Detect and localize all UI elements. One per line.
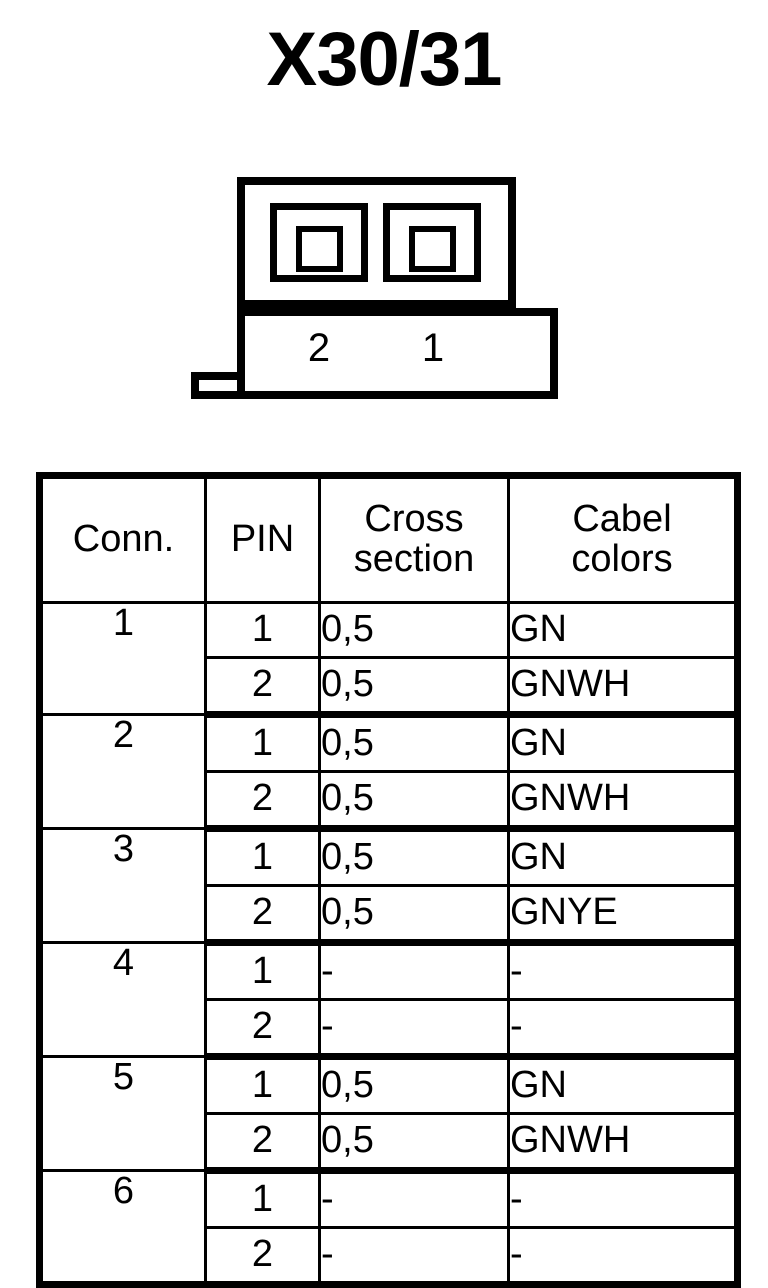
cell-cross-section: 0,5 <box>318 601 510 659</box>
cell-cross-section: - <box>318 1226 510 1288</box>
cell-cross-section: 0,5 <box>318 770 510 832</box>
cell-pin-number: 2 <box>204 656 321 718</box>
cell-pin-number: 1 <box>204 827 321 887</box>
cell-cross-section: 0,5 <box>318 713 510 773</box>
table-header-row: Conn. PIN Cross section Cabel colors <box>38 474 739 604</box>
cell-cross-section: 0,5 <box>318 1055 510 1115</box>
cell-cable-color: GN <box>507 713 739 773</box>
cell-connector-number: 4 <box>38 941 207 1058</box>
cell-cable-color: GNWH <box>507 656 739 718</box>
cell-cable-color: GN <box>507 601 739 659</box>
column-header-pin: PIN <box>204 474 321 604</box>
pinout-table-head: Conn. PIN Cross section Cabel colors <box>38 474 739 604</box>
cell-pin-number: 1 <box>204 1169 321 1229</box>
cell-cross-section: - <box>318 998 510 1060</box>
cell-pin-number: 1 <box>204 601 321 659</box>
column-header-conn: Conn. <box>38 474 207 604</box>
cell-cable-color: GNWH <box>507 1112 739 1174</box>
cell-cable-color: - <box>507 941 739 1001</box>
connector-cavity-1-inner <box>409 226 456 272</box>
cell-pin-number: 2 <box>204 770 321 832</box>
column-header-conn-line-1: Conn. <box>72 518 175 561</box>
cell-cross-section: - <box>318 1169 510 1229</box>
cell-connector-number: 1 <box>38 601 207 716</box>
cell-cable-color: GNWH <box>507 770 739 832</box>
cell-cross-section: 0,5 <box>318 884 510 946</box>
cell-connector-number: 3 <box>38 827 207 944</box>
column-header-cross-section-line-1: Cross <box>364 498 464 541</box>
cell-pin-number: 1 <box>204 941 321 1001</box>
cell-cable-color: - <box>507 1169 739 1229</box>
cell-cable-color: GNYE <box>507 884 739 946</box>
column-header-cross-section: Cross section <box>318 474 510 604</box>
table-row: 2-- <box>40 998 739 1060</box>
cell-connector-number: 2 <box>38 713 207 830</box>
cell-pin-number: 2 <box>204 884 321 946</box>
connector-latch-tab <box>191 372 245 399</box>
cell-pin-number: 2 <box>204 1226 321 1288</box>
connector-cavity-2-inner <box>296 226 343 272</box>
cell-pin-number: 1 <box>204 1055 321 1115</box>
connector-pin-label-1: 1 <box>421 326 445 370</box>
column-header-cable-colors-line-2: colors <box>571 538 673 580</box>
cell-cross-section: - <box>318 941 510 1001</box>
cell-pin-number: 2 <box>204 998 321 1060</box>
cell-pin-number: 2 <box>204 1112 321 1174</box>
cell-cross-section: 0,5 <box>318 827 510 887</box>
cell-cable-color: GN <box>507 1055 739 1115</box>
cell-pin-number: 1 <box>204 713 321 773</box>
column-header-pin-line-1: PIN <box>230 518 295 561</box>
cell-cable-color: GN <box>507 827 739 887</box>
cell-cable-color: - <box>507 998 739 1060</box>
cell-cross-section: 0,5 <box>318 1112 510 1174</box>
connector-diagram: 2 1 <box>0 170 768 410</box>
cell-connector-number: 6 <box>38 1169 207 1286</box>
cell-connector-number: 5 <box>38 1055 207 1172</box>
page-title: X30/31 <box>266 17 503 102</box>
column-header-cable-colors-line-1: Cabel <box>572 498 672 541</box>
connector-pin-label-2: 2 <box>307 326 331 370</box>
cell-cross-section: 0,5 <box>318 656 510 718</box>
connector-lower-housing <box>237 308 558 399</box>
column-header-cable-colors: Cabel colors <box>507 474 739 604</box>
cell-cable-color: - <box>507 1226 739 1288</box>
column-header-cross-section-line-2: section <box>353 538 475 580</box>
